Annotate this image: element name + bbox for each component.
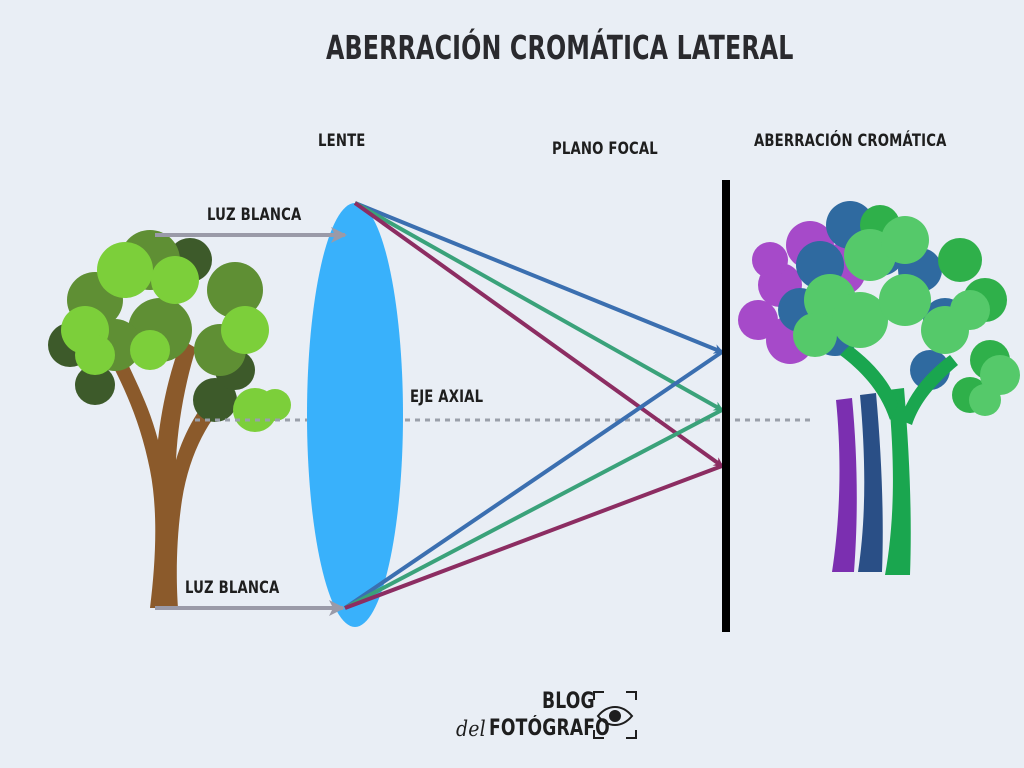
logo-text-del: del <box>456 717 486 741</box>
focal-plane <box>722 180 730 632</box>
ray-green-top <box>354 201 724 412</box>
aberration-label: ABERRACIÓN CROMÁTICA <box>754 131 947 151</box>
eye-camera-icon <box>593 691 637 739</box>
ray-blue-bottom <box>343 350 724 610</box>
ray-purple-top <box>353 201 724 468</box>
logo-text-fotografo: FOTÓGRAFO <box>489 716 610 741</box>
page-title: ABERRACIÓN CROMÁTICA LATERAL <box>326 28 794 67</box>
ray-blue-top <box>354 201 724 354</box>
ray-green-bottom <box>344 408 723 610</box>
aberrated-tree-green <box>793 205 1020 575</box>
source-tree-icon <box>48 230 291 608</box>
focal-plane-label: PLANO FOCAL <box>552 139 658 159</box>
white-light-label-bottom: LUZ BLANCA <box>185 578 280 598</box>
axis-label: EJE AXIAL <box>410 387 484 407</box>
lens-label: LENTE <box>318 131 366 151</box>
lens <box>307 203 403 627</box>
white-light-label-top: LUZ BLANCA <box>207 205 302 225</box>
logo-text-blog: BLOG <box>542 689 595 714</box>
ray-purple-bottom <box>344 464 723 610</box>
